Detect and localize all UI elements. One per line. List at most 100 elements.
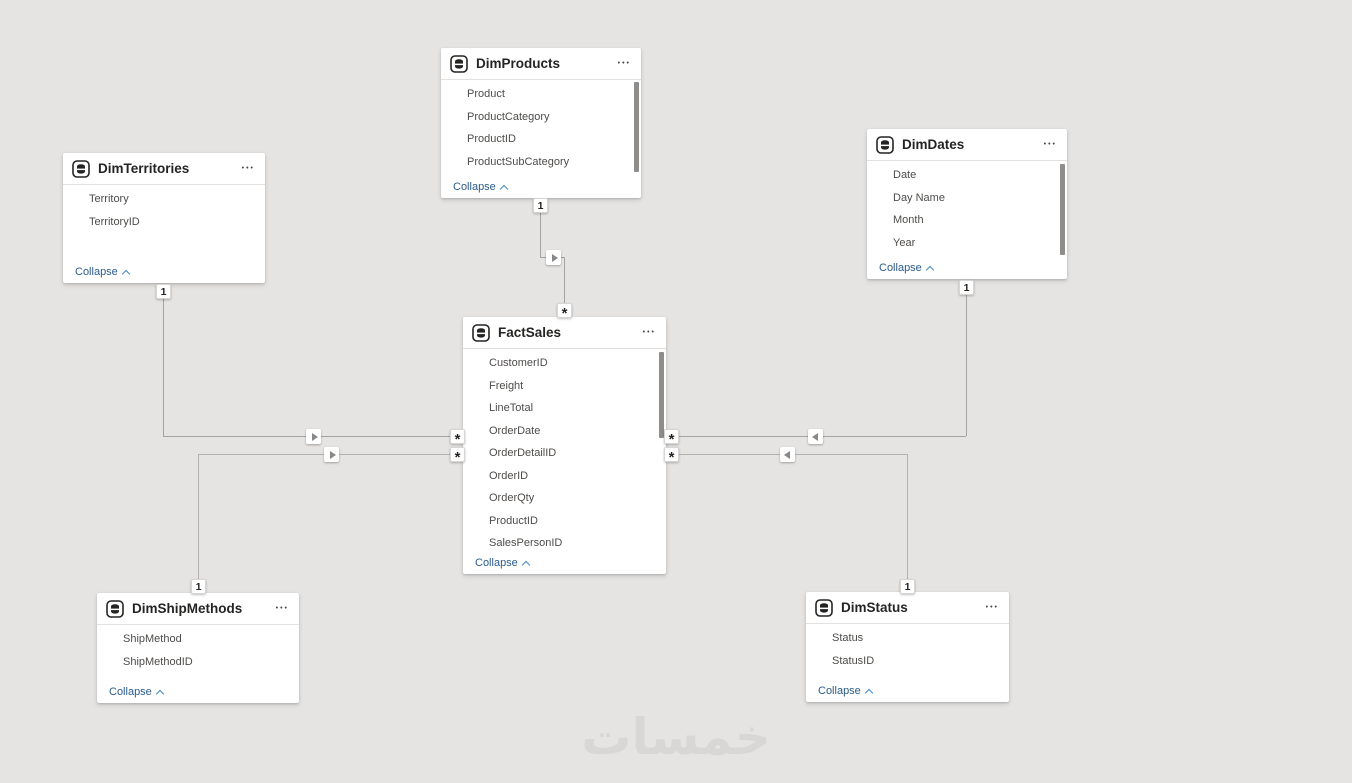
table-header[interactable]: DimTerritories ••• [63, 153, 265, 185]
field-row[interactable]: ProductSubCategory [467, 155, 570, 168]
arrow-right-icon [329, 450, 336, 459]
collapse-label: Collapse [818, 685, 861, 697]
field-row[interactable]: Freight [489, 379, 524, 392]
table-title: DimProducts [476, 56, 561, 71]
chevron-up-icon [121, 269, 131, 278]
field-row[interactable]: ShipMethodID [123, 655, 193, 668]
cardinality-many-badge[interactable]: * [664, 429, 679, 447]
filter-direction-arrow-icon[interactable] [306, 429, 321, 444]
collapse-button[interactable]: Collapse [453, 181, 509, 193]
chevron-up-icon [499, 184, 509, 193]
filter-direction-arrow-icon[interactable] [324, 447, 339, 462]
arrow-left-icon [811, 432, 818, 441]
table-icon [106, 599, 124, 618]
table-icon [876, 135, 894, 154]
more-options-icon[interactable]: ••• [241, 165, 255, 172]
table-header[interactable]: DimDates ••• [867, 129, 1067, 161]
collapse-button[interactable]: Collapse [879, 262, 935, 274]
collapse-button[interactable]: Collapse [475, 557, 531, 569]
field-row[interactable]: Territory [89, 193, 129, 206]
watermark: خمسات [581, 708, 771, 766]
field-list: ShipMethod ShipMethodID [97, 625, 299, 673]
table-header[interactable]: DimShipMethods ••• [97, 593, 299, 625]
collapse-button[interactable]: Collapse [75, 266, 131, 278]
chevron-up-icon [155, 689, 165, 698]
arrow-right-icon [551, 253, 558, 262]
filter-direction-arrow-icon[interactable] [780, 447, 795, 462]
field-row[interactable]: ProductCategory [467, 110, 550, 123]
table-card-dimterritories[interactable]: DimTerritories ••• Territory TerritoryID… [63, 153, 265, 283]
table-header[interactable]: DimProducts ••• [441, 48, 641, 80]
field-row[interactable]: OrderID [489, 469, 529, 482]
collapse-label: Collapse [475, 557, 518, 569]
field-row[interactable]: ProductID [467, 133, 516, 146]
relationship-line[interactable] [564, 257, 565, 303]
field-list: Product ProductCategory ProductID Produc… [441, 80, 641, 173]
field-row[interactable]: ShipMethod [123, 633, 182, 646]
cardinality-many-badge[interactable]: * [557, 303, 572, 321]
relationship-line[interactable] [966, 294, 967, 436]
table-icon [72, 159, 90, 178]
scrollbar[interactable] [1060, 164, 1065, 255]
filter-direction-arrow-icon[interactable] [808, 429, 823, 444]
field-row[interactable]: Product [467, 88, 505, 101]
table-card-dimstatus[interactable]: DimStatus ••• Status StatusID Collapse [806, 592, 1009, 702]
collapse-label: Collapse [109, 686, 152, 698]
field-row[interactable]: TerritoryID [89, 215, 140, 228]
table-title: DimShipMethods [132, 601, 243, 616]
cardinality-many-badge[interactable]: * [664, 447, 679, 465]
cardinality-one-badge[interactable]: 1 [959, 280, 974, 295]
field-list: Territory TerritoryID [63, 185, 265, 233]
relationship-line[interactable] [907, 454, 908, 579]
field-row[interactable]: Status [832, 632, 864, 645]
field-list: CustomerID Freight LineTotal OrderDate O… [463, 349, 666, 555]
table-header[interactable]: DimStatus ••• [806, 592, 1009, 624]
cardinality-one-badge[interactable]: 1 [533, 198, 548, 213]
relationship-line[interactable] [163, 298, 164, 436]
field-row[interactable]: StatusID [832, 654, 875, 667]
field-row[interactable]: OrderDetailID [489, 447, 557, 460]
relationship-line[interactable] [540, 213, 541, 258]
table-header[interactable]: FactSales ••• [463, 317, 666, 349]
field-row[interactable]: OrderQty [489, 492, 535, 505]
chevron-up-icon [864, 688, 874, 697]
cardinality-many-badge[interactable]: * [450, 429, 465, 447]
field-row[interactable]: SalesPersonID [489, 537, 563, 550]
cardinality-one-badge[interactable]: 1 [156, 284, 171, 299]
table-card-dimproducts[interactable]: DimProducts ••• Product ProductCategory … [441, 48, 641, 198]
more-options-icon[interactable]: ••• [275, 605, 289, 612]
collapse-button[interactable]: Collapse [109, 686, 165, 698]
field-row[interactable]: Month [893, 214, 924, 227]
field-row[interactable]: CustomerID [489, 357, 548, 370]
field-row[interactable]: ProductID [489, 514, 538, 527]
field-row[interactable]: Year [893, 236, 916, 249]
table-title: DimStatus [841, 600, 908, 615]
more-options-icon[interactable]: ••• [617, 60, 631, 67]
cardinality-one-badge[interactable]: 1 [900, 579, 915, 594]
cardinality-many-badge[interactable]: * [450, 447, 465, 465]
scrollbar[interactable] [634, 82, 639, 172]
field-list: Date Day Name Month Year [867, 161, 1067, 254]
collapse-button[interactable]: Collapse [818, 685, 874, 697]
table-card-dimshipmethods[interactable]: DimShipMethods ••• ShipMethod ShipMethod… [97, 593, 299, 703]
cardinality-one-badge[interactable]: 1 [191, 579, 206, 594]
relationship-line[interactable] [198, 454, 199, 579]
chevron-up-icon [521, 560, 531, 569]
field-row[interactable]: LineTotal [489, 402, 534, 415]
field-row[interactable]: Date [893, 169, 917, 182]
field-row[interactable]: OrderDate [489, 424, 541, 437]
table-card-factsales[interactable]: FactSales ••• CustomerID Freight LineTot… [463, 317, 666, 574]
collapse-label: Collapse [75, 266, 118, 278]
scrollbar[interactable] [659, 352, 664, 438]
table-card-dimdates[interactable]: DimDates ••• Date Day Name Month Year Co… [867, 129, 1067, 279]
arrow-left-icon [783, 450, 790, 459]
more-options-icon[interactable]: ••• [985, 604, 999, 611]
more-options-icon[interactable]: ••• [1043, 141, 1057, 148]
filter-direction-arrow-icon[interactable] [546, 250, 561, 265]
table-title: DimTerritories [98, 161, 190, 176]
table-icon [815, 598, 833, 617]
table-title: FactSales [498, 325, 562, 340]
more-options-icon[interactable]: ••• [642, 329, 656, 336]
field-row[interactable]: Day Name [893, 191, 945, 204]
